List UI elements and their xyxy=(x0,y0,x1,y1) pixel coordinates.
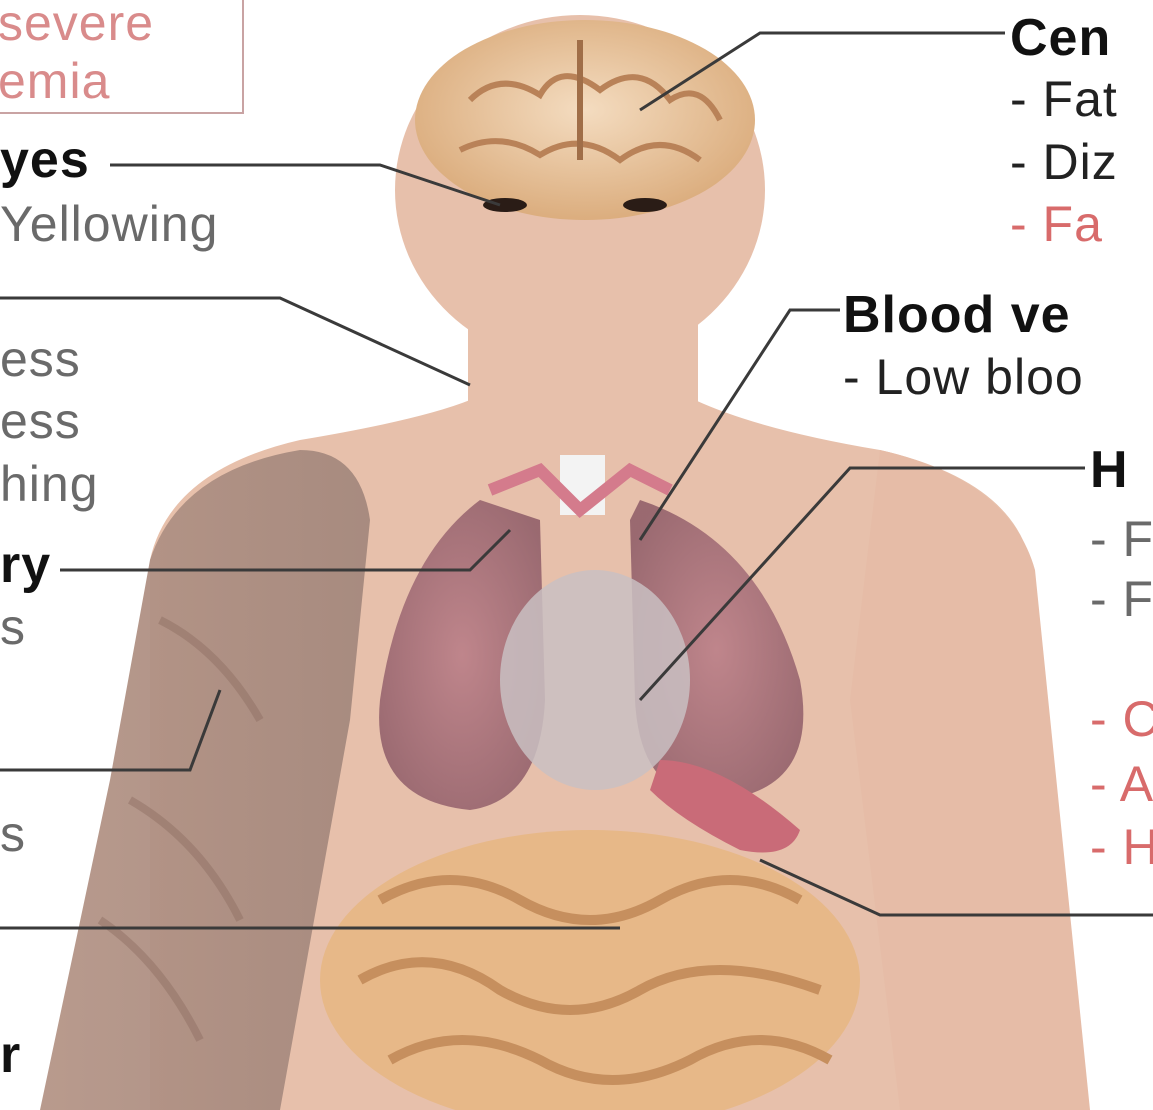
eyes-item: Yellowing xyxy=(0,195,218,253)
cns-item-2: - Diz xyxy=(1010,133,1118,191)
respiratory-item: s xyxy=(0,598,26,656)
muscle-item: s xyxy=(0,805,26,863)
heart-item-5: - H xyxy=(1090,818,1153,876)
skin-item-1: ess xyxy=(0,330,81,388)
blood-vessels-item-1: - Low bloo xyxy=(843,348,1084,406)
heart-item-3: - C xyxy=(1090,690,1153,748)
eyes-title: yes xyxy=(0,130,90,190)
cns-title: Cen xyxy=(1010,8,1111,68)
skin-item-2: ess xyxy=(0,392,81,450)
skin-item-3: hing xyxy=(0,455,99,513)
respiratory-title: ry xyxy=(0,535,51,595)
heart-title: H xyxy=(1090,440,1129,500)
heart-item-1: - F xyxy=(1090,510,1153,568)
legend-line-1: severe xyxy=(0,0,154,52)
blood-vessels-title: Blood ve xyxy=(843,285,1071,345)
heart-item-2: - F xyxy=(1090,570,1153,628)
legend-line-2: emia xyxy=(0,52,110,110)
cns-item-3: - Fa xyxy=(1010,195,1103,253)
heart-item-4: - A xyxy=(1090,755,1153,813)
brain-illustration xyxy=(415,20,755,220)
intestine-item: r xyxy=(0,1025,21,1085)
cns-item-1: - Fat xyxy=(1010,70,1118,128)
